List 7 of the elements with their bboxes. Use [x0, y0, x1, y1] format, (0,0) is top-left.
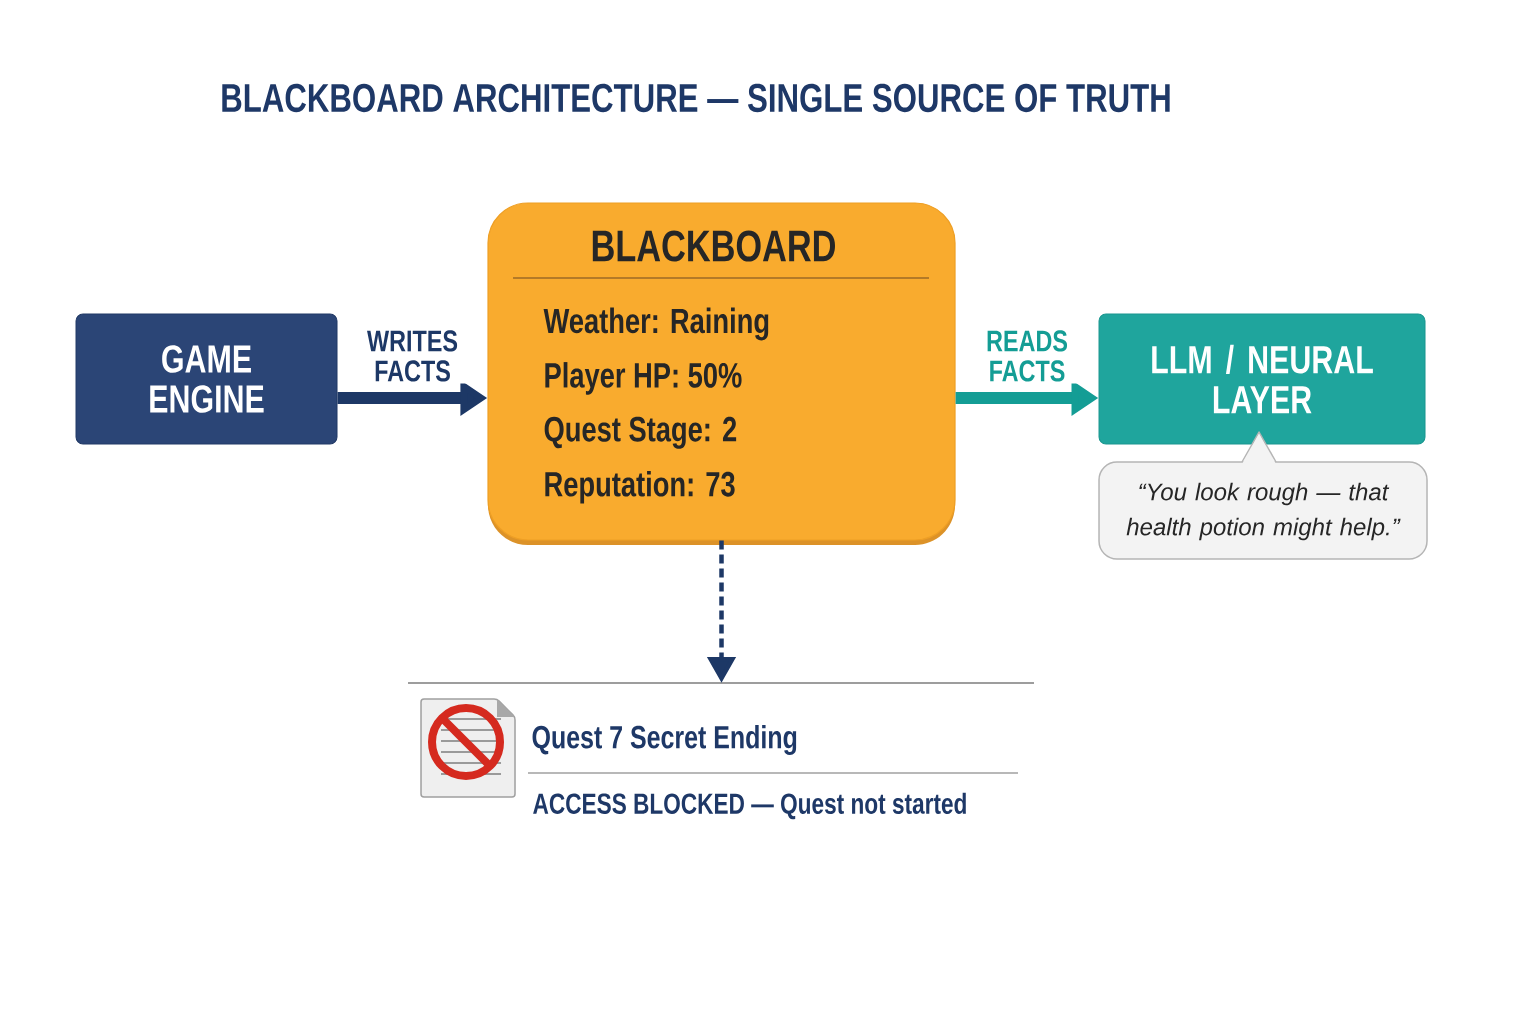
entry-title: Quest 7 Secret Ending: [532, 725, 797, 755]
process-box: LLM / NEURAL LAYER: [1098, 313, 1426, 445]
status-text: ACCESS BLOCKED — Quest not started: [533, 792, 966, 820]
diagram-title: BLACKBOARD ARCHITECTURE — SINGLE SOURCE OF TRUTH: [222, 83, 1170, 113]
process-box: GAME ENGINE: [75, 313, 338, 445]
edge-label: READS FACTS: [970, 328, 1084, 384]
edge-label: WRITES FACTS: [355, 328, 470, 384]
